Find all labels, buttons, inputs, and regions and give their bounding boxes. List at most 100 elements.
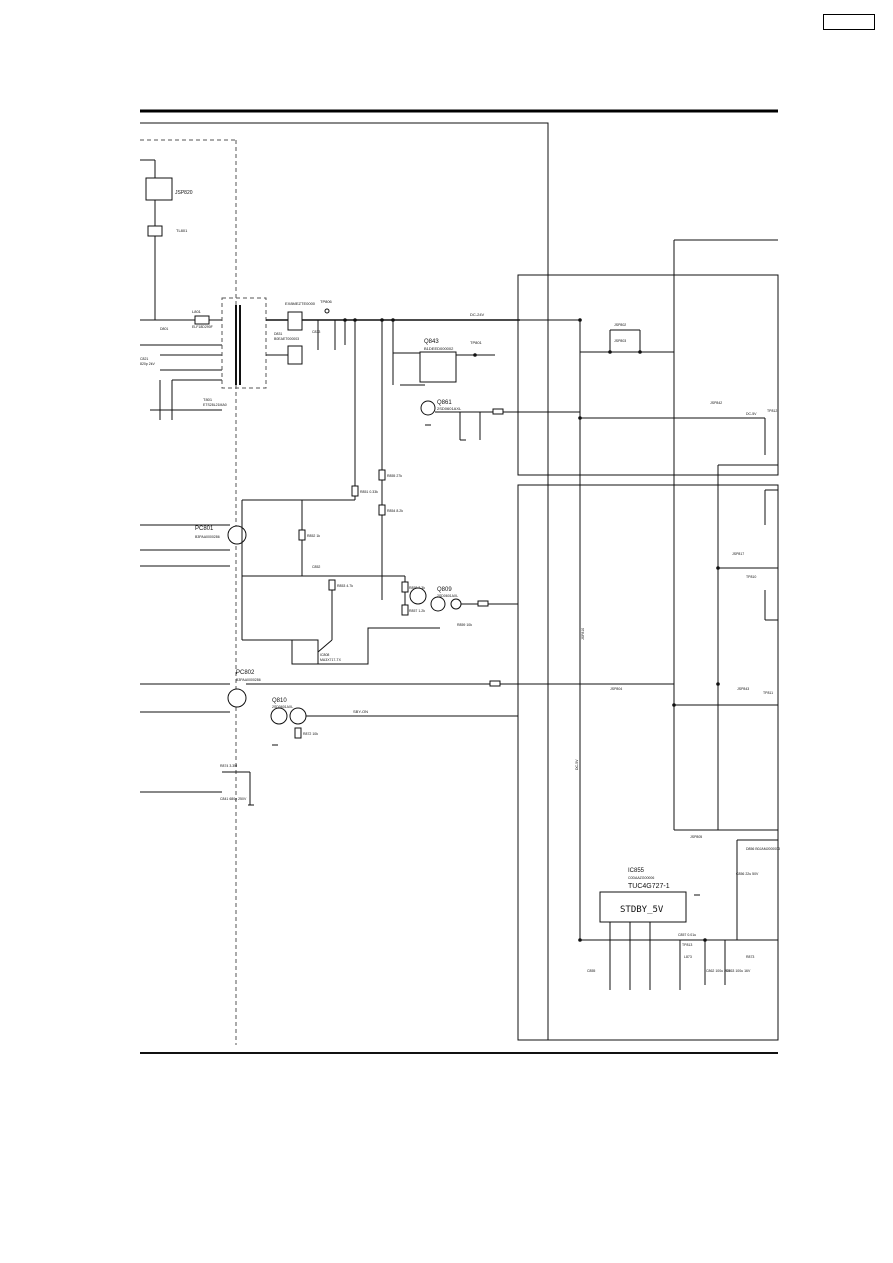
pc801-part: B3PAA0000286 (195, 535, 220, 539)
junction (638, 350, 642, 354)
q843-label: Q843 (424, 339, 439, 345)
dc5v-label: DC-5V (746, 412, 757, 416)
junction (578, 938, 582, 942)
junction (473, 353, 477, 357)
dc24v-label: DC-24V (470, 312, 485, 317)
l801-label: L801 (192, 309, 202, 314)
sub-block-lower (517, 484, 779, 1041)
r858-resistor (401, 581, 409, 593)
fuse-label: TL801 (176, 228, 188, 233)
r874-label: R874 3.3M (220, 764, 237, 768)
r854-resistor (378, 504, 386, 516)
r852-label: R852 1k (307, 534, 320, 538)
ic808-part: MA3X717-TX (320, 658, 342, 662)
fuse-block (147, 225, 163, 237)
junction (578, 318, 582, 322)
c857-label: C857 0.01u (678, 933, 696, 937)
junction (608, 350, 612, 354)
l873-label: L873 (684, 955, 692, 959)
r851-label: R851 0.33k (360, 490, 378, 494)
d801-label: D801 (160, 327, 168, 331)
d856-label: D856 B0JAMJ000003 (746, 847, 780, 851)
c852-label: C852 (312, 565, 320, 569)
r855-label: R855 27k (387, 474, 402, 478)
q810-label: Q810 (272, 698, 287, 704)
c855-label: C855 (587, 969, 595, 973)
q809-c-transistor (450, 598, 462, 610)
c821-label: C821 (140, 357, 148, 361)
pc801-optocoupler (227, 525, 247, 545)
q809-label: Q809 (437, 587, 452, 593)
pc802-part: B3PAA0000286 (236, 678, 261, 682)
r853-label: R853 4.7k (337, 584, 353, 588)
jsp842-label: JSP842 (710, 401, 722, 405)
ic808-regulator (291, 639, 319, 665)
sby-on-label: SBY-ON (353, 709, 368, 714)
r826-resistor (492, 408, 504, 415)
tp810-label: TP810 (746, 575, 756, 579)
ground-symbol (248, 424, 700, 896)
junction (343, 318, 347, 322)
d831-label: EX8MEZTE0000 (285, 301, 316, 306)
q810-part: 2SD0601AXL (272, 705, 293, 709)
r855-resistor (378, 469, 386, 481)
q861-label: Q861 (437, 400, 452, 406)
r857-resistor (401, 604, 409, 616)
jsp820-label: JSP820 (175, 190, 193, 196)
q861-part: 2SD0601AXL (437, 406, 462, 411)
r852-resistor (298, 529, 306, 541)
pc801-label: PC801 (195, 526, 214, 532)
tp806-label: TP806 (320, 299, 333, 304)
q809-part: 2SD0601AXL (437, 594, 458, 598)
t801-outline (221, 297, 267, 389)
pc802-optocoupler (227, 688, 247, 708)
jsp820-connector (145, 177, 173, 201)
page-number-box (823, 14, 875, 30)
ic855-desc: TUC4G727-1 (628, 883, 670, 890)
junction (716, 682, 720, 686)
junction (672, 703, 676, 707)
jsp804-label: JSP804 (610, 687, 622, 691)
tp812-label: TP812 (767, 409, 777, 413)
r857-label: R857 1.2k (409, 609, 425, 613)
t801-part: ETS28L21MA0 (203, 403, 227, 407)
c862-label: C862 100u 25V (706, 969, 731, 973)
c821-value: 820p 2kV (140, 362, 155, 366)
ic855-label: IC855 (628, 868, 645, 874)
jsp802-label: JSP802 (614, 323, 626, 327)
jsp810-label: JSP810 (581, 628, 585, 640)
tp811-label: TP811 (763, 691, 773, 695)
d832-diode (287, 345, 303, 365)
dc5v-vertical-label: DC-5V (575, 759, 579, 770)
r872-label: R872 10k (303, 732, 318, 736)
wire (317, 639, 333, 653)
q843-part: B1DEED000002 (424, 346, 454, 351)
r854-label: R854 8.2k (387, 509, 403, 513)
r873-label: R873 (746, 955, 754, 959)
d831-part: B0EAET000003 (274, 337, 299, 341)
tp801-label: TP801 (470, 340, 483, 345)
q843-transistor (419, 351, 457, 383)
q810-a-transistor (270, 707, 288, 725)
wire (318, 627, 440, 665)
jsp843-label: JSP843 (737, 687, 749, 691)
tp813-label: TP813 (682, 943, 692, 947)
c833-label: C833 (312, 330, 320, 334)
q809-b-transistor (430, 596, 446, 612)
l801-part: ELF18D290F (192, 325, 213, 329)
sub-block-upper (517, 274, 779, 476)
r851-resistor (351, 485, 359, 497)
tp806-point (324, 308, 330, 314)
d831-ref: D831 (274, 332, 282, 336)
c841-label: C841 680p 250V (220, 797, 247, 801)
r859-resistor (477, 600, 489, 607)
r859-label: R859 10k (457, 623, 472, 627)
l801-inductor (194, 315, 210, 325)
q810-b-transistor (289, 707, 307, 725)
ic855-name: STDBY_5V (620, 905, 664, 915)
r853-resistor (328, 579, 336, 591)
jsp805-label: JSP805 (690, 835, 702, 839)
pc802-label: PC802 (236, 670, 255, 676)
d831-diode (287, 311, 303, 331)
